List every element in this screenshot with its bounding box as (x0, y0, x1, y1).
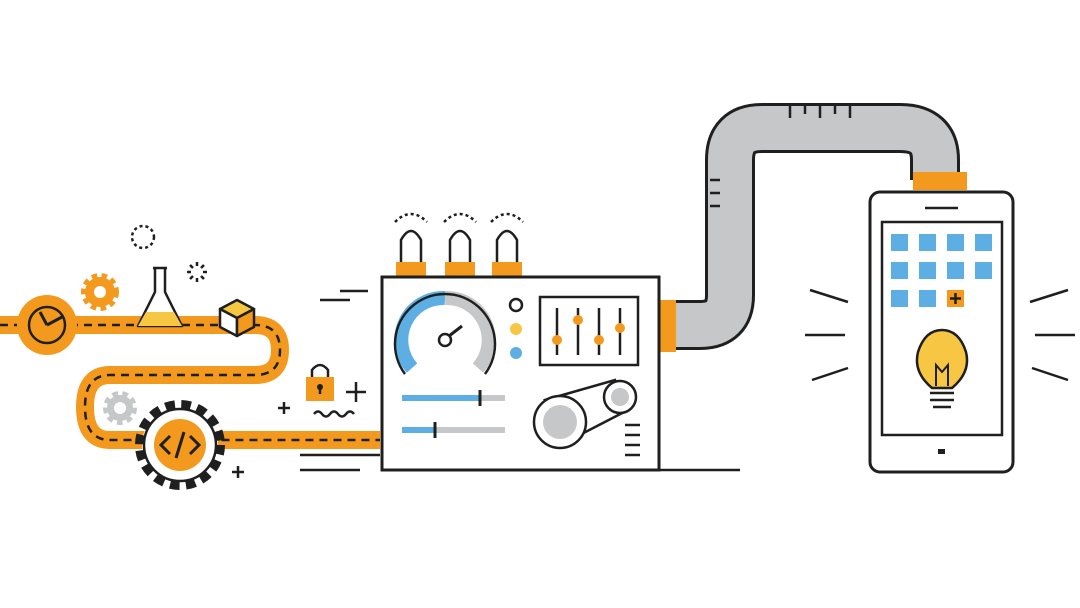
motion-lines (320, 289, 368, 302)
status-lights (508, 297, 524, 359)
bulb-2 (443, 212, 477, 277)
vent-lines (625, 423, 640, 457)
cube-icon (218, 298, 256, 338)
smartphone-icon (805, 190, 1075, 474)
clock-icon (17, 295, 77, 355)
pipe (660, 103, 967, 352)
gray-gear-icon (103, 391, 137, 425)
pipe-connector-left (660, 300, 676, 352)
plus-decoration (232, 382, 366, 478)
code-gear-icon (135, 400, 225, 490)
gear-icon (81, 273, 119, 311)
light-rays (805, 288, 1075, 382)
dotted-circle-decoration (130, 224, 156, 250)
horizontal-sliders (402, 390, 505, 438)
lock-icon (306, 363, 355, 418)
process-path (0, 316, 380, 472)
control-machine (380, 275, 740, 472)
app-grid-icon (891, 234, 992, 307)
bulb-1 (394, 212, 428, 277)
flask-icon (136, 266, 184, 328)
gauge-icon (393, 290, 497, 375)
lightbulb-icon (915, 328, 969, 409)
sparkle-decoration (187, 262, 207, 282)
bulb-3 (490, 212, 524, 277)
indicator-bulbs (394, 212, 524, 277)
sliders-icon (538, 295, 640, 367)
crank-icon (532, 378, 638, 450)
pipe-connector-right (913, 172, 967, 190)
